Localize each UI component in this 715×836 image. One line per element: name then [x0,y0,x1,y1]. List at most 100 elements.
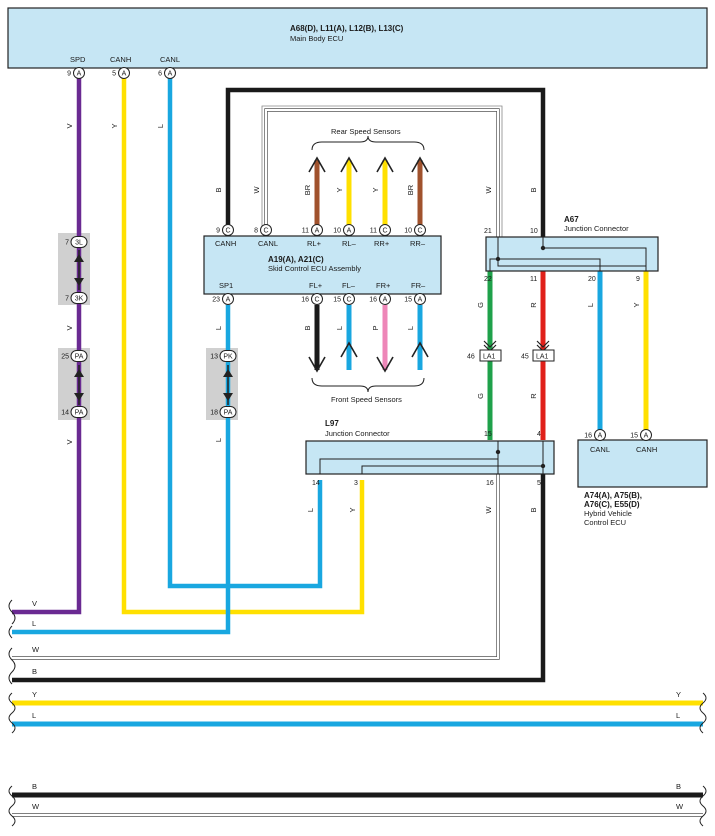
spd-connector-3-code: PA [75,410,84,417]
hv-ecu-name-2: Control ECU [584,518,626,527]
skid-bottom-pin-0-num: 23 [212,297,220,304]
skid-top-pin-3-conn: A [347,228,352,235]
main-ecu-pin-0-num: 9 [67,71,71,78]
wire-code-rr-plus: Y [371,187,380,192]
skid-bottom-pin-2: C15 [333,293,355,305]
spd-connector-0: 3L 7 [65,236,88,248]
hv-ecu-ids-2: A76(C), E55(D) [584,500,640,509]
skid-bottom-pin-0-conn: A [226,297,231,304]
hv-ecu-ids-1: A74(A), A75(B), [584,491,642,500]
la1-connectors: LA1 LA1 46 45 [467,340,555,362]
main-ecu-pin-1: A5 [112,67,130,79]
skid-bottom-pin-4-conn: A [418,297,423,304]
spd-connector-1-num: 7 [65,296,69,303]
main-ecu-name: Main Body ECU [290,34,343,43]
bus-label-left-3: B [32,667,37,676]
hybrid-vehicle-control-ecu: CANL CANH A74(A), A75(B), A76(C), E55(D)… [577,439,708,527]
sp1-connector-0-num: 13 [210,354,218,361]
wire-skid-canh-black-lower [12,474,546,683]
skid-top-pin-2-conn: A [315,228,320,235]
main-ecu-pin-2-conn: A [168,71,173,78]
skid-pin-label-fl-minus: FL– [342,281,356,290]
skid-top-pin-1-num: 8 [254,228,258,235]
skid-bottom-pin-3-conn: A [383,297,388,304]
skid-top-pin-5: C10 [404,224,426,236]
bus-label-left-1: L [32,619,36,628]
sensor-arrows: Rear Speed Sensors Front Speed Sensors [308,127,429,404]
la1-right-num: 45 [521,354,529,361]
wire-code-j-l: L [586,303,595,307]
skid-top-pin-1-conn: C [263,228,268,235]
skid-pin-label-canl: CANL [258,239,278,248]
wire-code-l97-b: B [529,507,538,512]
skid-pin-label-rr-minus: RR– [410,239,426,248]
skid-pin-label-rl-plus: RL+ [307,239,322,248]
main-ecu-pin-label-spd: SPD [70,55,86,64]
skid-top-pin-5-conn: C [417,228,422,235]
main-ecu-pin-0: A9 [67,67,85,79]
main-ecu-pin-2: A6 [158,67,176,79]
bus-label-left-7: W [32,802,40,811]
skid-top-pin-0: C9 [216,224,234,236]
a67-name: Junction Connector [564,224,629,233]
wire-code-rl-minus: Y [335,187,344,192]
hv-ecu-pin-0-num: 16 [584,433,592,440]
wire-code-rr-minus: BR [406,184,415,195]
spd-connector-3-num: 14 [61,410,69,417]
wire-code-j-g-lower: G [476,393,485,399]
wire-code-l97-l: L [306,508,315,512]
skid-bottom-pin-3: A 16 [369,293,391,305]
wire-code-spd-mid: V [65,325,74,330]
la1-left-num: 46 [467,354,475,361]
bus-label-left-2: W [32,645,40,654]
skid-pin-label-canh: CANH [215,239,236,248]
a67-pin-22: 22 [484,276,492,283]
hv-ecu-pin-1: A15 [630,429,652,441]
wire-code-j-y: Y [632,302,641,307]
skid-pin-label-fl-plus: FL+ [309,281,323,290]
bus-label-right-4: Y [676,690,681,699]
wire-code-j-w: W [484,186,493,194]
skid-pin-label-sp1: SP1 [219,281,233,290]
wire-code-j-g: G [476,302,485,308]
wire-code-skid-canh: B [214,187,223,192]
spd-connector-0-code: 3L [75,240,83,247]
wire-sp1 [12,305,231,635]
main-body-ecu: A68(D), L11(A), L12(B), L13(C) Main Body… [7,7,708,69]
skid-bottom-pin-4-num: 15 [404,297,412,304]
spd-connector-0-num: 7 [65,240,69,247]
l97-pin-16: 16 [486,480,494,487]
main-ecu-pin-2-num: 6 [158,71,162,78]
spd-connector-1-code: 3K [75,296,84,303]
skid-bottom-pin-3-num: 16 [369,297,377,304]
wire-code-fr-minus: L [406,326,415,330]
bus-label-left-4: Y [32,690,37,699]
skid-control-ecu: A19(A), A21(C) Skid Control ECU Assembly… [203,235,442,295]
hv-pin-label-canh: CANH [636,445,657,454]
la1-right-label: LA1 [536,354,549,361]
l97-junction-connector: L97 Junction Connector 15 4 14 3 16 5 [305,419,555,487]
bus-label-right-5: L [676,711,680,720]
wire-spd [12,74,82,615]
l97-pin-14: 14 [312,480,320,487]
wire-code-j-b: B [529,187,538,192]
wire-canh [121,74,365,615]
skid-top-pin-4-conn: C [382,228,387,235]
hv-ecu-pin-0-conn: A [598,433,603,440]
spd-connector-2-code: PA [75,354,84,361]
wire-skid-canl-white-lower-inner [12,474,499,659]
a67-junction-connector: A67 Junction Connector 21 10 22 11 20 9 [484,215,659,283]
wire-code-j-r: R [529,302,538,308]
bus-label-left-6: B [32,782,37,791]
wire-code-spd: V [65,123,74,128]
a67-pin-21: 21 [484,228,492,235]
bus-label-left-5: L [32,711,36,720]
wire-code-l97-w: W [484,506,493,514]
a67-pin-10: 10 [530,228,538,235]
main-ecu-pin-label-canh: CANH [110,55,131,64]
wire-code-canl: L [156,124,165,128]
skid-ecu-name: Skid Control ECU Assembly [268,264,361,273]
